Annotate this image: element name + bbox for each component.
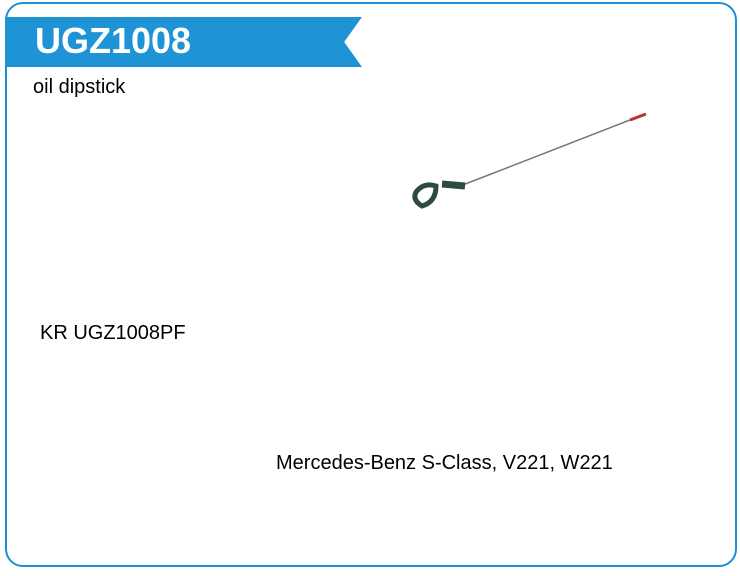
title-banner [5,17,362,67]
product-reference: KR UGZ1008PF [40,322,186,344]
dipstick-image [412,112,647,209]
product-card [5,2,737,567]
product-name: oil dipstick [33,76,126,98]
product-code: UGZ1008 [35,20,192,61]
vehicle-application: Mercedes-Benz S-Class, V221, W221 [276,452,613,474]
